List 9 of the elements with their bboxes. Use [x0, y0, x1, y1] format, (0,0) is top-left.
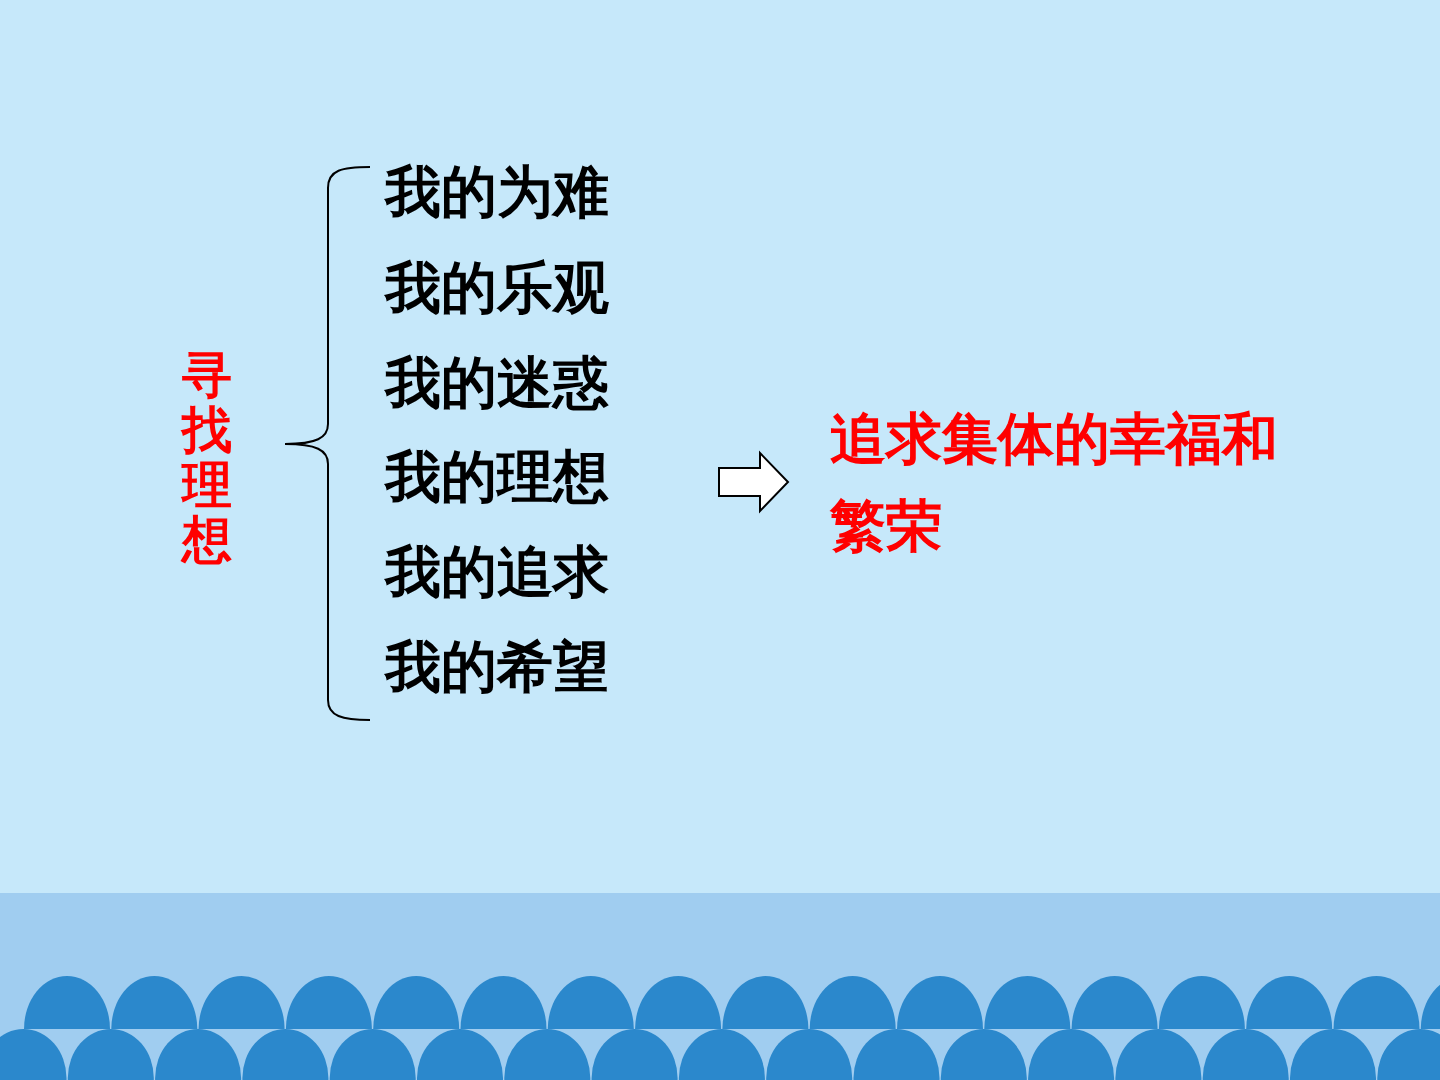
conclusion-text: 追求集体的幸福和繁荣 [830, 395, 1300, 569]
item-label: 我的理想 [385, 449, 609, 505]
block-arrow [718, 450, 790, 514]
item-label: 我的希望 [385, 639, 609, 695]
item-label: 我的追求 [385, 544, 609, 600]
item-label: 我的乐观 [385, 260, 609, 316]
topic-label: 寻找理想 [182, 348, 232, 568]
item-label: 我的为难 [385, 164, 609, 220]
item-label: 我的迷惑 [385, 355, 609, 411]
